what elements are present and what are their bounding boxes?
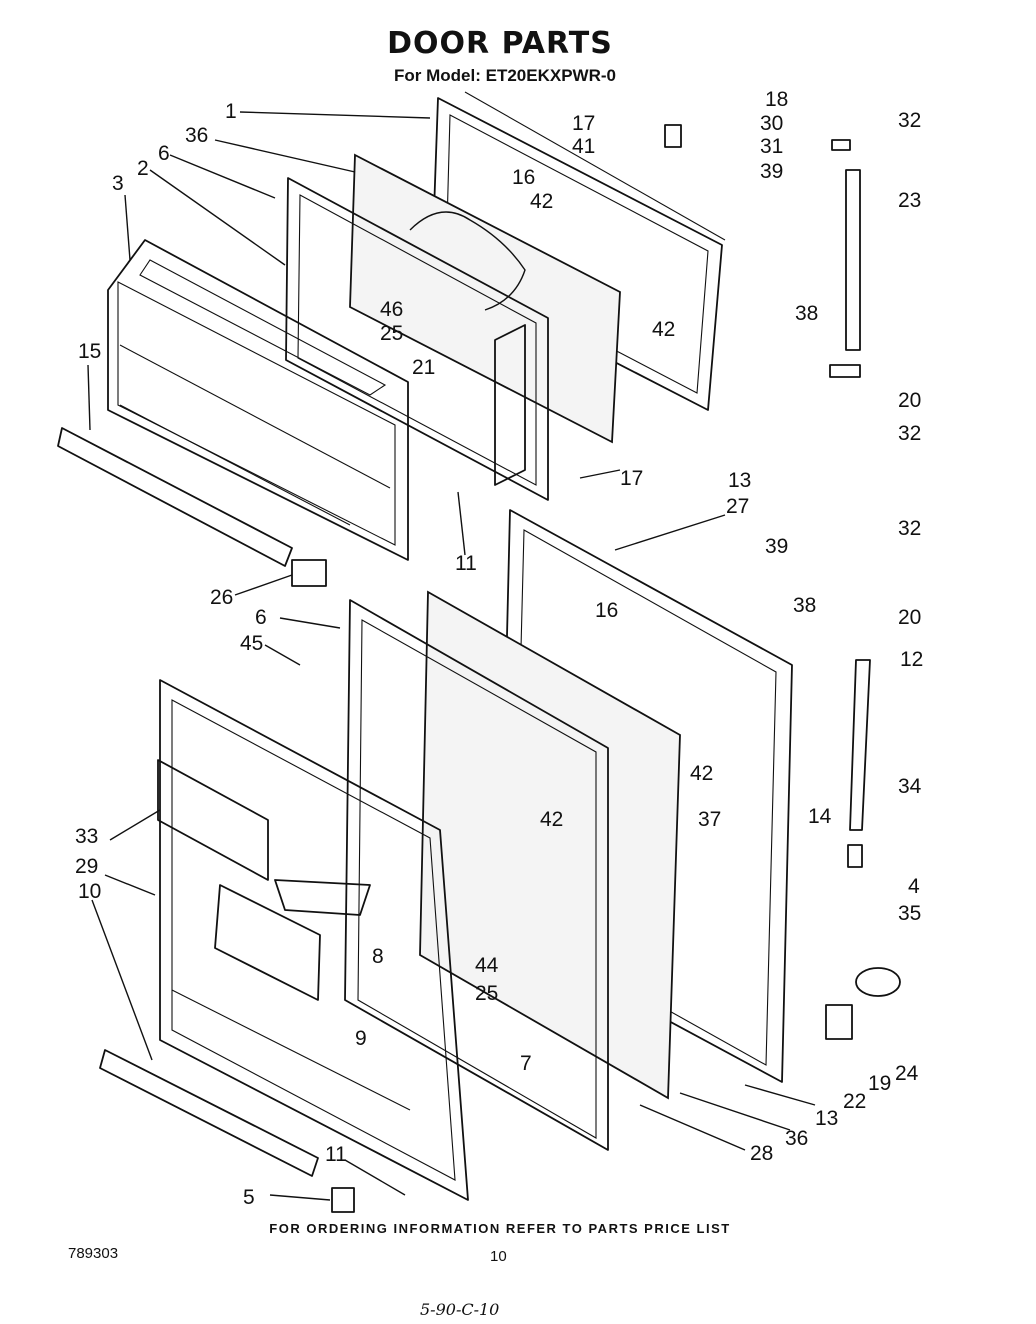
callout-16: 16 [512,166,535,189]
callout-4: 4 [908,875,920,898]
butter-dish [274,879,371,916]
callout-26: 26 [210,586,233,609]
callout-11: 11 [455,552,477,575]
callout-21: 21 [412,356,435,379]
freezer-foam-insulation [349,153,621,444]
ordering-info-footer: FOR ORDERING INFORMATION REFER TO PARTS … [269,1221,731,1236]
callout-38: 38 [795,302,818,325]
callout-30: 30 [760,112,783,135]
document-number: 789303 [68,1245,119,1262]
callout-25: 25 [380,322,403,345]
freezer-door-liner [107,239,409,561]
callout-11: 11 [325,1143,347,1166]
callout-18: 18 [765,88,788,111]
door-stop-lower [331,1187,355,1213]
callout-3: 3 [112,172,124,195]
callout-7: 7 [520,1052,532,1075]
callout-32: 32 [898,517,921,540]
page-title: DOOR PARTS [387,26,613,61]
callout-28: 28 [750,1142,773,1165]
shelf-bin [214,884,321,1001]
callout-39: 39 [765,535,788,558]
callout-39: 39 [760,160,783,183]
callout-6: 6 [255,606,267,629]
callout-41: 41 [572,135,595,158]
model-subtitle: For Model: ET20EKXPWR-0 [394,66,616,85]
callout-38: 38 [793,594,816,617]
page-number: 10 [490,1248,507,1265]
callout-44: 44 [475,954,499,977]
callout-13: 13 [728,469,751,492]
callout-16: 16 [595,599,618,622]
callout-42: 42 [690,762,713,785]
callout-23: 23 [898,189,921,212]
callout-32: 32 [898,109,921,132]
callout-42: 42 [652,318,675,341]
fresh-food-shelf-strip [99,1049,319,1177]
callout-33: 33 [75,825,98,848]
callout-12: 12 [900,648,923,671]
fresh-food-door-frame [344,599,609,1151]
upper-hinge-assembly [664,124,861,378]
freezer-shelf-strip [57,427,293,567]
callout-27: 27 [726,495,749,518]
callout-20: 20 [898,606,921,629]
callout-6: 6 [158,142,170,165]
callout-29: 29 [75,855,98,878]
callout-22: 22 [843,1090,866,1113]
freezer-door-frame [285,177,549,501]
fresh-food-foam-insulation [419,590,681,1100]
door-stop-upper [291,559,327,587]
callout-19: 19 [868,1072,891,1095]
callout-35: 35 [898,902,921,925]
callout-17: 17 [620,467,643,490]
handwritten-note: 5-90-C-10 [420,1300,500,1319]
callout-34: 34 [898,775,922,798]
callout-13: 13 [815,1107,838,1130]
callout-9: 9 [355,1027,367,1050]
callout-1: 1 [225,100,237,123]
dairy-compartment [157,759,269,881]
fresh-food-door-liner [157,679,469,1201]
liner-bracket [494,324,526,486]
callout-8: 8 [372,945,384,968]
callout-25: 25 [475,982,498,1005]
callout-36: 36 [185,124,208,147]
callout-36: 36 [785,1127,808,1150]
callout-46: 46 [380,298,403,321]
callout-10: 10 [78,880,101,903]
callout-31: 31 [760,135,783,158]
callout-45: 45 [240,632,263,655]
callout-14: 14 [808,805,832,828]
callout-42: 42 [530,190,553,213]
callout-37: 37 [698,808,721,831]
callout-15: 15 [78,340,101,363]
callout-5: 5 [243,1186,255,1209]
callout-17: 17 [572,112,595,135]
lower-hinge-assembly [825,659,901,1040]
callout-42: 42 [540,808,563,831]
callout-24: 24 [895,1062,919,1085]
callout-2: 2 [137,157,149,180]
callout-labels: 1366231517411642183031323923462521423820… [75,88,923,1209]
leader-lines [87,111,816,1201]
callout-32: 32 [898,422,921,445]
callout-20: 20 [898,389,921,412]
